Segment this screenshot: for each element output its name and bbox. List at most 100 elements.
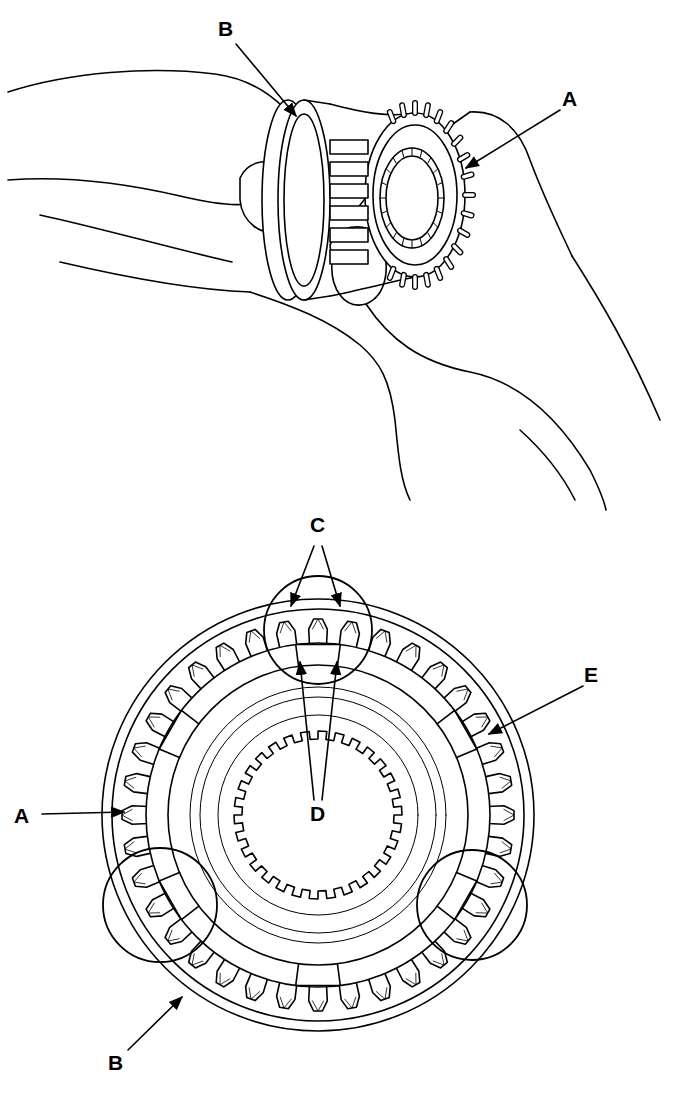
gear-tooth — [446, 123, 451, 131]
tooth-chamfer — [500, 777, 511, 788]
hub-face-view — [102, 576, 534, 1031]
hub-slot — [296, 964, 341, 986]
sleeve-and-hub — [262, 100, 473, 300]
gear-tooth — [446, 259, 451, 267]
gear-tooth — [460, 155, 467, 159]
gear-tooth — [454, 246, 460, 252]
tooth-chamfer — [249, 988, 259, 999]
gear-tooth — [454, 246, 460, 252]
bore-spline — [380, 198, 385, 199]
gear-tooth — [465, 193, 473, 196]
detail-circle — [264, 576, 372, 684]
callout-letter: A — [562, 88, 577, 109]
hub-slot — [437, 710, 477, 757]
tooth-chamfer — [491, 746, 502, 756]
gear-tooth — [437, 112, 441, 121]
hub-teeth — [122, 619, 514, 1011]
sleeve-splines — [330, 140, 368, 264]
gear-tooth — [426, 275, 428, 285]
spline-tooth — [330, 206, 368, 220]
tooth-chamfer — [280, 997, 291, 1008]
tooth-chamfer — [406, 645, 416, 657]
gear-tooth — [402, 275, 404, 285]
tooth-chamfer — [125, 842, 136, 853]
bore-spline — [420, 150, 422, 157]
gear-tooth — [390, 112, 394, 121]
tooth-chamfer — [148, 903, 160, 913]
bore-spline — [438, 183, 443, 185]
gear-tooth — [402, 275, 404, 285]
gear-tooth — [460, 231, 467, 235]
tooth-chamfer — [491, 873, 502, 883]
callout-letter: C — [310, 514, 325, 535]
bore-splines — [234, 731, 402, 899]
bore-spline — [386, 223, 390, 227]
tooth-chamfer — [220, 973, 230, 985]
gear-tooth — [464, 213, 472, 215]
gear-tooth — [437, 269, 441, 278]
bore-spline — [412, 148, 413, 155]
bore-spline — [386, 169, 390, 173]
bore-spline — [434, 169, 438, 173]
tooth-chamfer — [168, 689, 179, 700]
detail-circle — [417, 850, 527, 960]
bore-spline — [439, 198, 444, 199]
gear-tooth — [412, 277, 418, 287]
tooth-chamfer — [457, 689, 468, 700]
callout-letter: A — [14, 805, 29, 826]
tooth-chamfer — [134, 746, 145, 756]
bore-spline — [402, 239, 404, 246]
gear-tooth — [437, 269, 441, 278]
gear-tooth — [426, 275, 428, 285]
tooth-chamfer — [504, 809, 514, 820]
tooth-chamfer — [433, 954, 444, 965]
hands-drawing — [8, 71, 660, 510]
tooth-chamfer — [433, 665, 444, 676]
tooth-chamfer — [476, 903, 488, 913]
bore-spline — [412, 241, 413, 248]
tooth-chamfer — [376, 631, 386, 642]
gear-tooth — [446, 123, 451, 131]
spline-tooth — [330, 228, 368, 242]
hub-slot — [437, 873, 477, 920]
tooth-chamfer — [192, 954, 203, 965]
spline-tooth — [330, 162, 368, 176]
tooth-chamfer — [500, 842, 511, 853]
bore-spline-ring — [234, 731, 402, 899]
tooth-chamfer — [345, 622, 356, 633]
tooth-chamfer — [220, 645, 230, 657]
gear-tooth — [309, 985, 328, 1011]
tooth-chamfer — [312, 619, 323, 629]
tooth-chamfer — [122, 809, 132, 820]
tooth-chamfer — [134, 873, 145, 883]
gear-tooth — [464, 213, 472, 215]
bore-spline — [382, 183, 387, 185]
hub-slot — [296, 645, 341, 667]
bore-spline — [434, 223, 438, 227]
tooth-chamfer — [457, 930, 468, 941]
tooth-chamfer — [312, 1001, 323, 1011]
hub-slot — [159, 873, 199, 920]
spline-tooth — [330, 184, 368, 198]
gear-tooth — [412, 103, 418, 113]
spline-tooth — [330, 250, 368, 264]
tooth-chamfer — [192, 665, 203, 676]
bore-spline — [428, 158, 431, 164]
gear-tooth — [390, 112, 394, 121]
callout-letter: D — [310, 803, 325, 824]
detail-circle — [103, 848, 217, 962]
gear-tooth — [413, 277, 416, 287]
tooth-chamfer — [476, 717, 488, 727]
leader-lines — [42, 44, 583, 1050]
spline-tooth — [330, 140, 368, 154]
bore-splines — [380, 148, 444, 248]
gear-tooth — [390, 269, 394, 278]
gear-tooth — [454, 138, 460, 144]
tooth-chamfer — [280, 622, 291, 633]
tooth-chamfer — [376, 988, 386, 999]
hub-slots — [159, 645, 477, 986]
tooth-chamfer — [148, 717, 160, 727]
gear-tooth — [426, 105, 428, 115]
bore-spline — [393, 233, 396, 239]
